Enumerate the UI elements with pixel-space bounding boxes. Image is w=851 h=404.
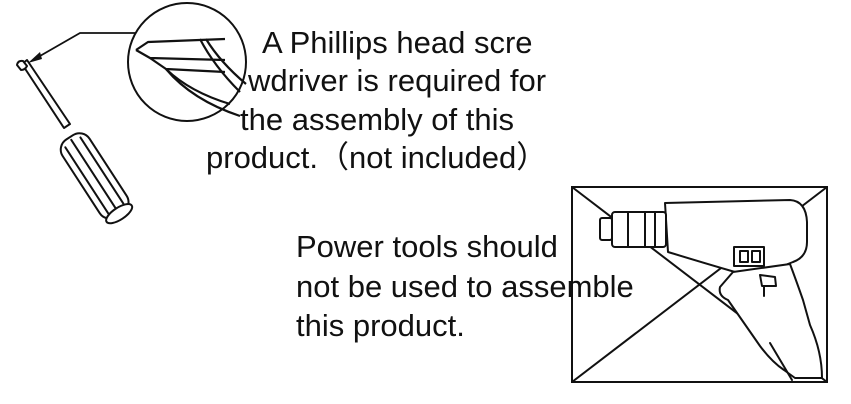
screwdriver-icon xyxy=(16,59,134,225)
power-tool-note-line-3: this product. xyxy=(296,308,465,343)
screwdriver-note-line-4: product.（not included） xyxy=(206,140,548,175)
power-tool-note-line-2: not be used to assemble xyxy=(296,269,634,304)
screwdriver-note-line-2: wdriver is required for xyxy=(248,63,547,98)
power-drill-icon xyxy=(599,199,823,381)
power-tool-note-line-1: Power tools should xyxy=(296,229,558,264)
screwdriver-note-line-1: A Phillips head scre xyxy=(262,25,533,60)
screwdriver-note-line-3: the assembly of this xyxy=(240,102,514,137)
leader-line xyxy=(32,32,148,61)
phillips-tip-magnifier-icon xyxy=(127,2,247,122)
leader-arrowhead xyxy=(28,52,42,63)
